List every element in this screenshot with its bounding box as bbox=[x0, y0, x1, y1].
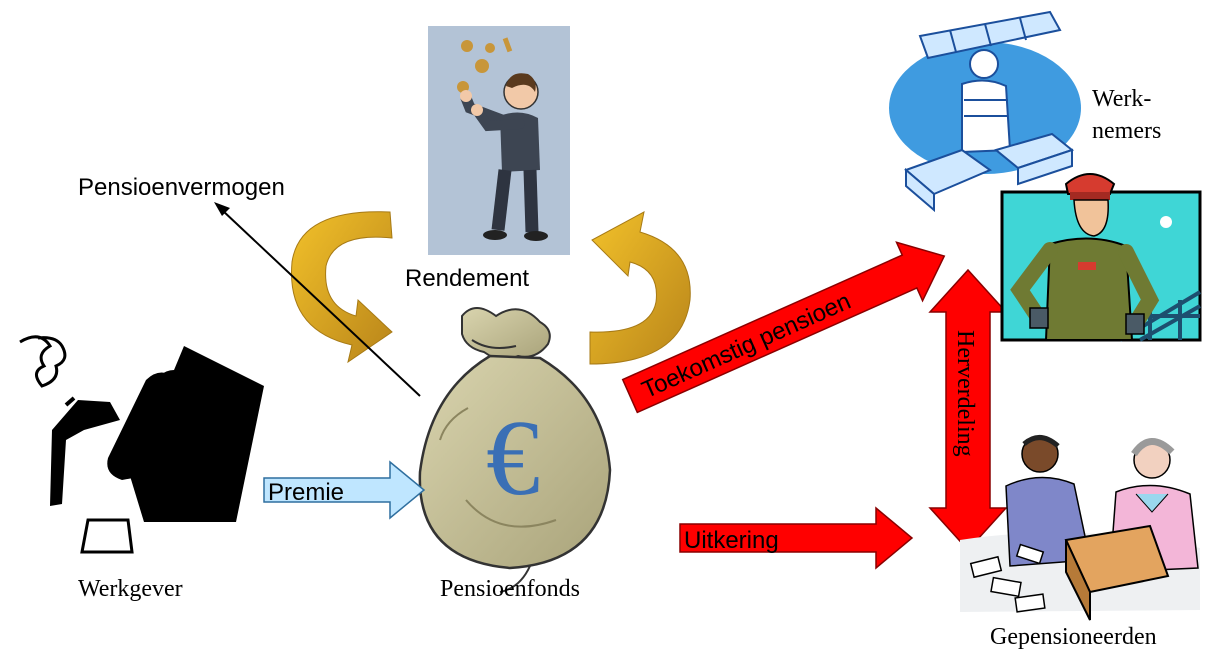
werknemers-label-line2: nemers bbox=[1092, 118, 1161, 144]
premie-arrow bbox=[263, 460, 426, 520]
herverdeling-arrow: Herverdeling bbox=[928, 268, 1008, 552]
euro-money-bag-icon: € bbox=[418, 307, 612, 593]
euro-symbol: € bbox=[486, 399, 540, 518]
rendement-label: Rendement bbox=[405, 265, 529, 292]
werknemers-label-line1: Werk- bbox=[1092, 86, 1151, 112]
gepensioneerden-label: Gepensioneerden bbox=[990, 624, 1157, 650]
premie-label: Premie bbox=[268, 479, 344, 506]
office-worker-icon bbox=[889, 10, 1081, 213]
uitkering-label: Uitkering bbox=[684, 527, 779, 554]
employer-silhouette-icon bbox=[19, 335, 264, 554]
pensioenvermogen-label: Pensioenvermogen bbox=[78, 174, 285, 201]
herverdeling-label: Herverdeling bbox=[952, 330, 978, 457]
industrial-worker-icon bbox=[1000, 173, 1202, 342]
pensioenfonds-label: Pensioenfonds bbox=[440, 576, 580, 602]
capital-arrow bbox=[214, 202, 421, 397]
return-loop-left-arrow bbox=[291, 211, 393, 364]
werkgever-label: Werkgever bbox=[78, 576, 183, 602]
investor-catching-coins-icon bbox=[428, 26, 570, 255]
retirees-icon bbox=[960, 435, 1200, 621]
uitkering-arrow bbox=[679, 506, 914, 570]
return-loop-right-arrow bbox=[589, 211, 691, 365]
